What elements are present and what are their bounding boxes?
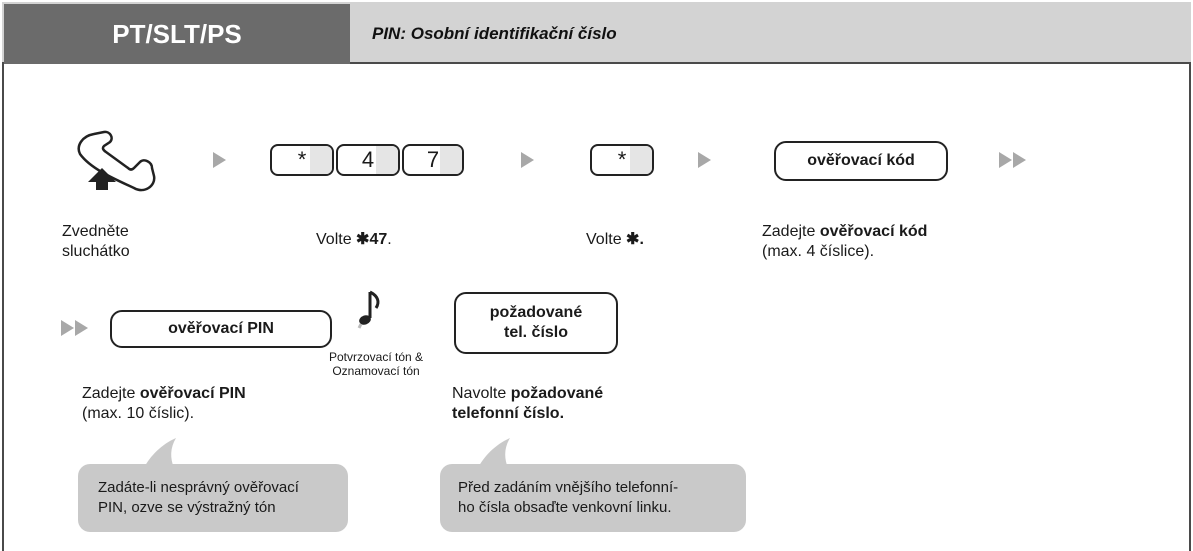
key-7: 7 xyxy=(402,144,464,176)
step5-label: Zadejte ověřovací PIN (max. 10 číslic). xyxy=(82,385,246,422)
step3-label: Volte ✱. xyxy=(586,231,644,248)
flow-arrow xyxy=(61,320,74,336)
step6-label: Navolte požadované telefonní číslo. xyxy=(452,385,604,422)
note1-bubble: Zadáte-li nesprávný ověřovací PIN, ozve … xyxy=(78,464,348,532)
flow-arrow xyxy=(213,152,226,168)
header-tab: PT/SLT/PS xyxy=(4,4,350,64)
flow-arrow xyxy=(1013,152,1026,168)
music-note-icon xyxy=(357,290,380,329)
flow-arrow xyxy=(521,152,534,168)
flow-arrow xyxy=(75,320,88,336)
key-4: 4 xyxy=(336,144,400,176)
step2-label: Volte ✱47. xyxy=(316,231,392,248)
flow-arrow xyxy=(999,152,1012,168)
key-star: * xyxy=(270,144,334,176)
key-star: * xyxy=(590,144,654,176)
verification-code-box: ověřovací kód xyxy=(774,141,948,181)
header-subtitle: PIN: Osobní identifikační číslo xyxy=(372,24,617,43)
desired-number-box: požadované tel. číslo xyxy=(454,292,618,354)
tone-label: Potvrzovací tón & Oznamovací tón xyxy=(328,350,424,378)
verification-pin-box: ověřovací PIN xyxy=(110,310,332,348)
note1-bubble-tail xyxy=(144,438,176,468)
header-bar: PT/SLT/PS PIN: Osobní identifikační čísl… xyxy=(2,2,1191,64)
handset-offhook-icon xyxy=(77,130,156,192)
note2-bubble-tail xyxy=(478,438,510,468)
note2-bubble: Před zadáním vnějšího telefonní- ho čísl… xyxy=(440,464,746,532)
flow-arrow xyxy=(698,152,711,168)
step4-label: Zadejte ověřovací kód (max. 4 číslice). xyxy=(762,223,928,260)
step1-label: Zvedněte sluchátko xyxy=(62,223,130,260)
